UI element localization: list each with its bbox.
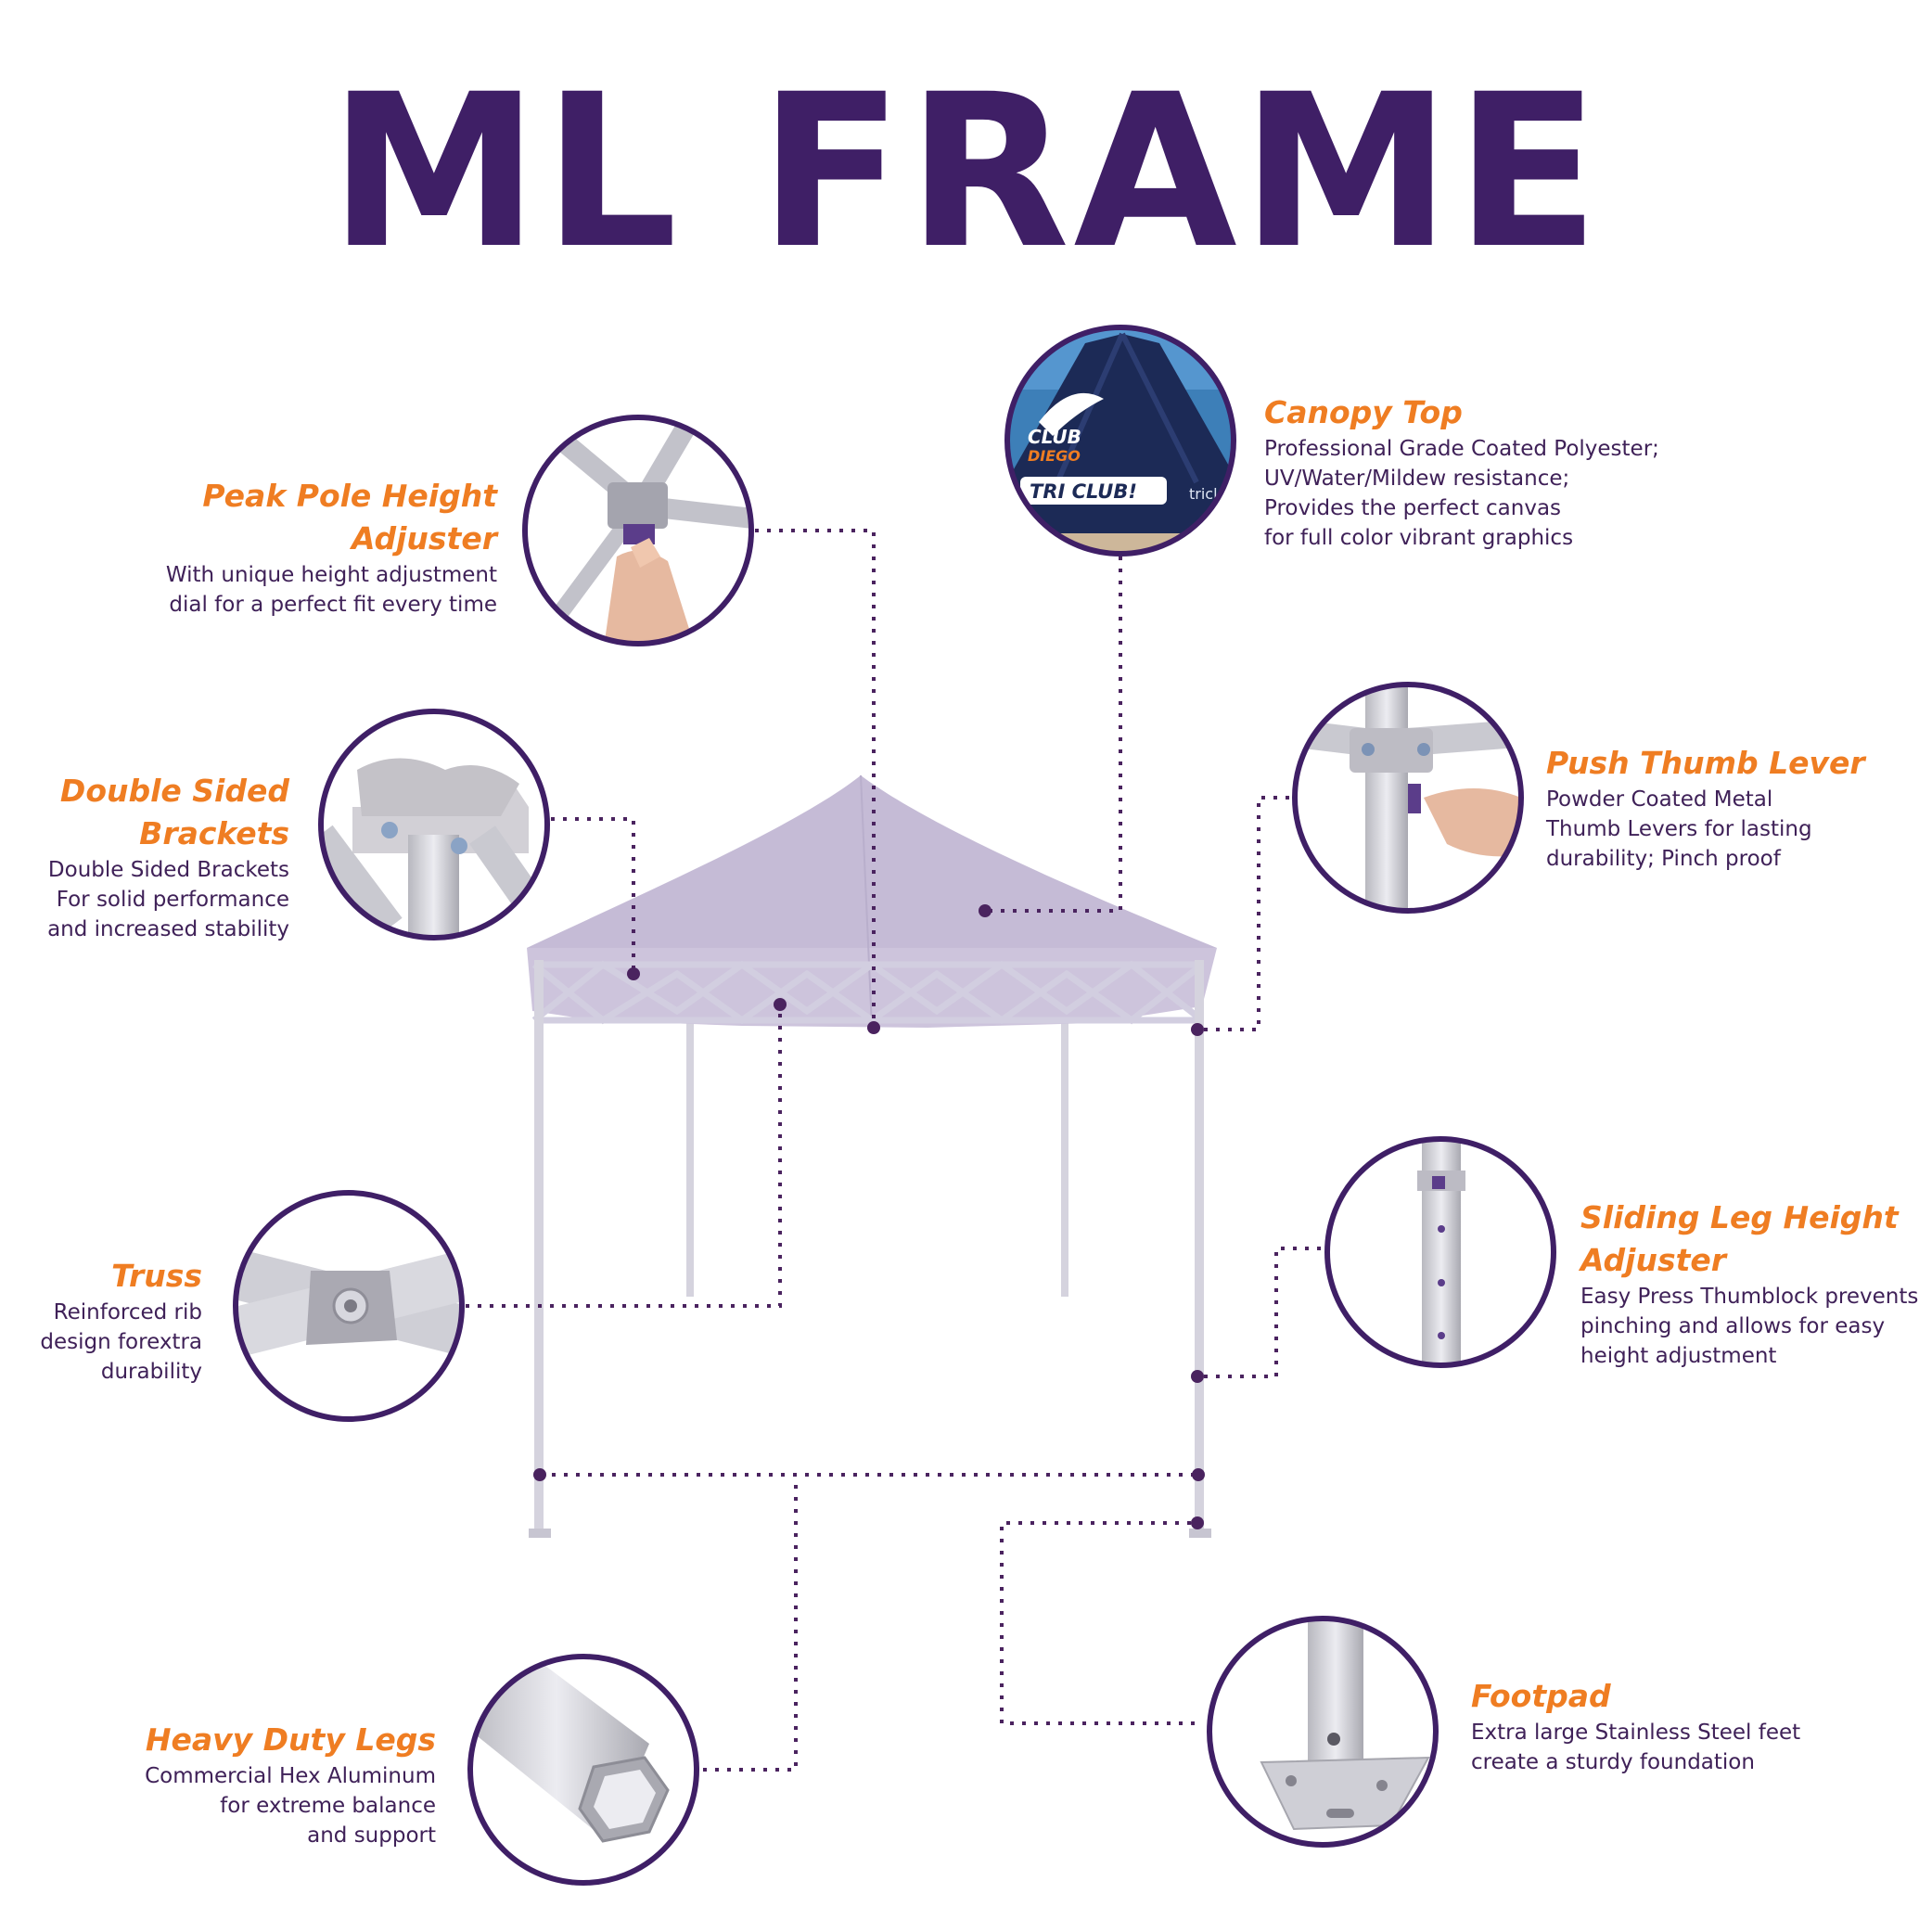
- feature-double-sided-brackets: Double Sided Brackets Double Sided Brack…: [19, 770, 289, 944]
- double-sided-brackets-photo: [318, 709, 550, 940]
- leader-truss: [466, 1004, 782, 1308]
- footpad-photo: [1207, 1616, 1439, 1848]
- feature-name: Footpad: [1471, 1678, 1611, 1714]
- feature-footpad: Footpad Extra large Stainless Steel feet…: [1471, 1675, 1861, 1777]
- leader-footpad: [1000, 1521, 1203, 1725]
- feature-name: Peak Pole Height Adjuster: [202, 478, 497, 557]
- feature-name: Sliding Leg Height Adjuster: [1580, 1199, 1899, 1278]
- dot-canopy: [979, 904, 992, 917]
- feature-description: Commercial Hex Aluminum for extreme bala…: [145, 1764, 436, 1848]
- feature-peak-pole: Peak Pole Height Adjuster With unique he…: [56, 475, 497, 620]
- leader-dots: [533, 904, 1205, 1529]
- photo-text-tricl: tricl: [1189, 485, 1218, 503]
- canopy-top-photo: CLUB DIEGO TRI CLUB! tricl: [1004, 325, 1236, 557]
- sliding-leg-photo: [1324, 1136, 1556, 1368]
- feature-description: Easy Press Thumblock prevents pinching a…: [1580, 1285, 1919, 1368]
- feature-name: Canopy Top: [1264, 394, 1463, 430]
- truss-photo: [233, 1190, 465, 1422]
- leader-heavy-duty: [703, 1477, 798, 1772]
- heavy-duty-legs-photo: [467, 1654, 699, 1886]
- photo-text-club: CLUB: [1028, 426, 1081, 448]
- feature-description: Double Sided Brackets For solid performa…: [47, 858, 289, 941]
- dot-legs-left: [533, 1468, 546, 1481]
- feature-name: Truss: [111, 1258, 202, 1294]
- feature-description: Powder Coated Metal Thumb Levers for las…: [1546, 787, 1812, 871]
- leader-peak-pole: [755, 529, 876, 1028]
- dot-bracket: [627, 967, 640, 980]
- photo-text-diego: DIEGO: [1028, 447, 1081, 465]
- feature-sliding-leg: Sliding Leg Height Adjuster Easy Press T…: [1580, 1196, 1924, 1371]
- feature-canopy-top: Canopy Top Professional Grade Coated Pol…: [1264, 391, 1746, 553]
- dot-footpad: [1191, 1516, 1204, 1529]
- front-left-leg: [534, 960, 544, 1537]
- front-right-leg: [1195, 960, 1204, 1537]
- leader-lines: [466, 529, 1321, 1772]
- leader-thumb: [1197, 796, 1289, 1031]
- push-thumb-lever-photo: [1292, 682, 1524, 914]
- feature-push-thumb-lever: Push Thumb Lever Powder Coated Metal Thu…: [1546, 742, 1899, 874]
- right-foot: [1189, 1529, 1211, 1538]
- feature-name: Heavy Duty Legs: [145, 1721, 436, 1758]
- feature-heavy-duty-legs: Heavy Duty Legs Commercial Hex Aluminum …: [111, 1719, 436, 1850]
- rear-left-leg: [686, 1011, 694, 1297]
- dot-thumb: [1191, 1023, 1204, 1036]
- leader-bracket: [551, 817, 635, 974]
- dot-truss: [774, 998, 787, 1011]
- feature-description: Reinforced rib design forextra durabilit…: [40, 1300, 202, 1384]
- tent-illustration: [527, 774, 1217, 1538]
- dot-peak-pole: [867, 1021, 880, 1034]
- leader-sliding: [1197, 1247, 1321, 1378]
- dot-legs-right: [1192, 1468, 1205, 1481]
- feature-description: Extra large Stainless Steel feet create …: [1471, 1721, 1801, 1774]
- photo-text-tri-club: TRI CLUB!: [1030, 480, 1137, 503]
- peak-pole-photo: [522, 415, 754, 646]
- feature-description: With unique height adjustment dial for a…: [165, 563, 497, 617]
- left-foot: [529, 1529, 551, 1538]
- truss-frame: [531, 960, 1205, 1025]
- feature-name: Push Thumb Lever: [1546, 745, 1865, 781]
- feature-description: Professional Grade Coated Polyester; UV/…: [1264, 437, 1659, 550]
- dot-sliding: [1191, 1370, 1204, 1383]
- rear-right-leg: [1061, 1011, 1068, 1297]
- feature-truss: Truss Reinforced rib design forextra dur…: [19, 1255, 202, 1387]
- feature-name: Double Sided Brackets: [59, 773, 289, 851]
- page-title: ML FRAME: [328, 48, 1604, 295]
